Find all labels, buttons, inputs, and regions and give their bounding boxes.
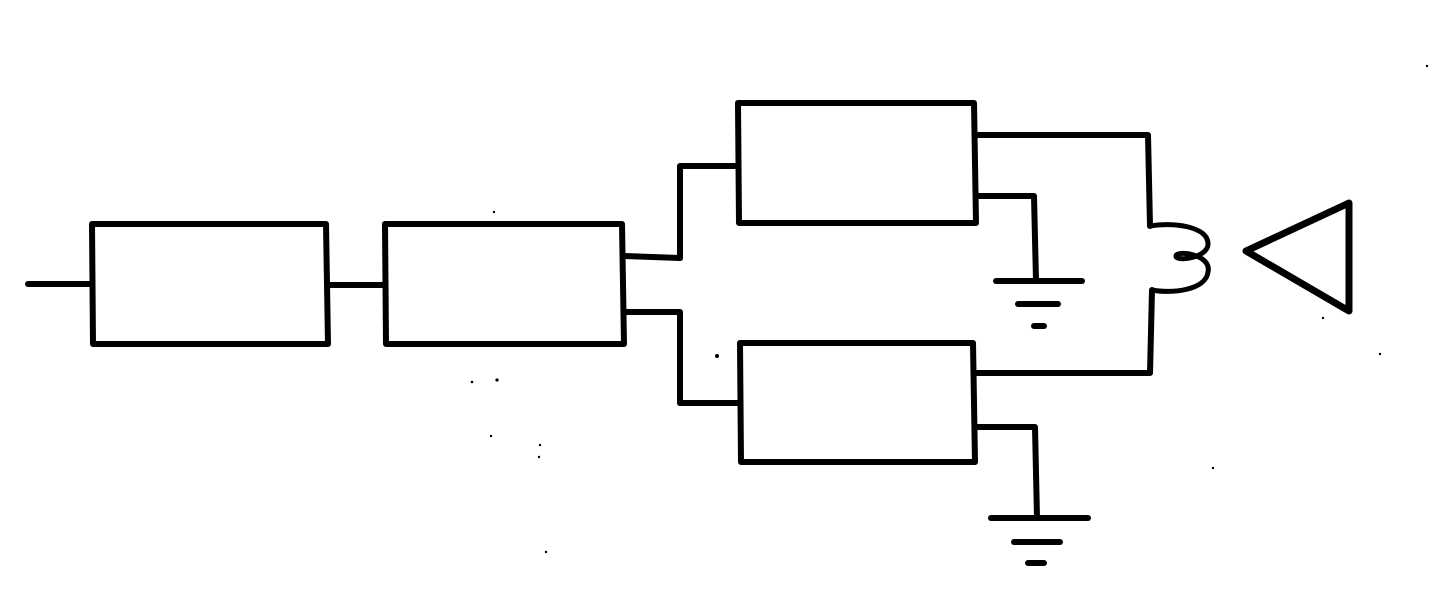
ground-upper-icon bbox=[993, 278, 1085, 329]
wire-upper-to-coil bbox=[973, 132, 1153, 229]
transformer-coil-icon bbox=[1147, 222, 1211, 294]
wire-lower-to-coil bbox=[972, 287, 1155, 376]
wire-lower-to-ground bbox=[972, 424, 1040, 521]
block-4-lower bbox=[737, 340, 978, 465]
wire-upper-to-ground bbox=[973, 193, 1039, 284]
block-3-upper bbox=[735, 100, 979, 226]
junction-lower bbox=[677, 400, 683, 406]
scan-specks bbox=[470, 64, 1429, 554]
block-1 bbox=[89, 221, 331, 347]
wire-block2-lower bbox=[621, 309, 741, 406]
wire-block2-upper bbox=[621, 163, 741, 261]
block-2 bbox=[382, 221, 627, 347]
ground-lower-icon bbox=[988, 515, 1091, 566]
junction-upper bbox=[677, 255, 683, 261]
output-triangle-icon bbox=[1242, 199, 1353, 315]
